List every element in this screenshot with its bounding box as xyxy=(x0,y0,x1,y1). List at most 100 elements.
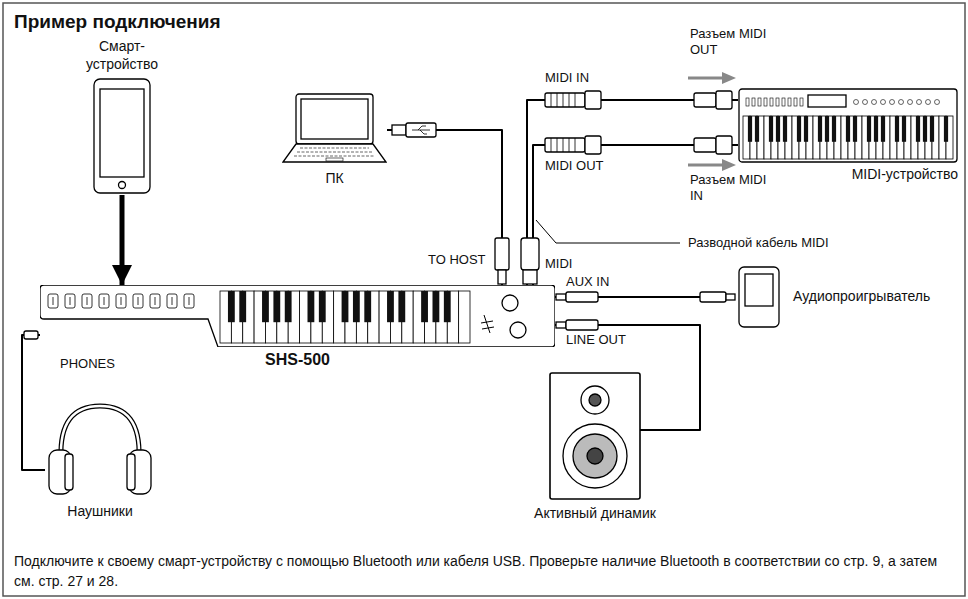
woofer xyxy=(563,424,627,488)
synth-knob xyxy=(926,100,931,105)
neck-control xyxy=(65,294,75,308)
headband xyxy=(61,406,139,458)
black-key xyxy=(769,116,773,142)
neck-mark xyxy=(53,297,54,305)
midi-connector-front xyxy=(585,91,601,109)
black-key xyxy=(776,116,780,142)
black-key xyxy=(262,291,269,322)
synth-body xyxy=(739,89,957,162)
jack-plug-tip xyxy=(556,294,566,300)
black-key xyxy=(867,116,871,142)
neck-mark xyxy=(172,297,173,305)
synth-knob xyxy=(917,100,922,105)
black-key xyxy=(804,116,808,142)
neck-mark xyxy=(104,297,105,305)
device-label: Аудиопроигрыватель xyxy=(793,288,930,306)
laptop-lid xyxy=(296,94,373,144)
direction-arrow-shaft xyxy=(688,164,724,167)
device-label: Активный динамик xyxy=(534,505,656,523)
synth-knob xyxy=(872,100,877,105)
ear-pad xyxy=(127,454,135,490)
device-node: MIDI-устройство xyxy=(738,88,958,184)
tablet-button xyxy=(119,182,126,189)
connector-ring xyxy=(563,138,564,152)
synth-knob xyxy=(908,100,913,105)
frame-border xyxy=(3,3,965,596)
neck-control xyxy=(82,294,92,308)
connector-ring xyxy=(575,93,576,107)
laptop-keys xyxy=(294,156,375,157)
jack-plug-tip xyxy=(556,322,566,328)
black-key xyxy=(874,116,878,142)
woofer-cap xyxy=(587,448,603,464)
connector-ring xyxy=(557,138,558,152)
midi-device-plug-front xyxy=(716,91,732,109)
device-node: ПК xyxy=(282,92,387,188)
connector-ring xyxy=(575,138,576,152)
black-key xyxy=(353,291,360,322)
cable xyxy=(527,100,738,285)
bluetooth-usb-arrow xyxy=(120,195,125,285)
black-key xyxy=(818,116,822,142)
black-key xyxy=(319,291,326,322)
device-label: MIDI-устройство xyxy=(852,166,958,184)
keytar-knob xyxy=(510,322,526,338)
synth-control xyxy=(770,98,773,106)
cable xyxy=(22,335,45,470)
midi-connector-body xyxy=(545,138,585,152)
keytar-knob xyxy=(502,295,518,311)
usb-plug-metal xyxy=(392,125,406,135)
usb-plug-body xyxy=(406,123,436,137)
synth-knob xyxy=(935,100,940,105)
port-label: AUX IN xyxy=(566,274,609,290)
laptop-illustration xyxy=(282,92,387,167)
black-key xyxy=(364,291,371,322)
neck-control xyxy=(48,294,58,308)
black-key xyxy=(846,116,850,142)
jack-plug-tip xyxy=(726,294,735,300)
leader-line xyxy=(536,220,680,243)
direction-arrow-head xyxy=(722,72,736,84)
port-label: Разъем MIDI IN xyxy=(690,172,770,205)
connector-ring xyxy=(551,138,552,152)
usb-host-tip xyxy=(498,270,506,284)
neck-control xyxy=(133,294,143,308)
white-key xyxy=(459,291,470,343)
port-label: PHONES xyxy=(60,356,115,372)
neck-control xyxy=(99,294,109,308)
laptop-screen xyxy=(301,99,368,139)
black-key xyxy=(930,116,934,142)
player-illustration xyxy=(735,266,783,328)
cable xyxy=(533,145,738,285)
black-key xyxy=(387,291,394,322)
tablet-body xyxy=(94,79,150,193)
synth-control xyxy=(800,98,803,106)
synth-knob xyxy=(899,100,904,105)
synth-control xyxy=(794,98,797,106)
port-label: MIDI OUT xyxy=(545,158,604,174)
black-key xyxy=(433,291,440,322)
neck-control xyxy=(116,294,126,308)
port-label: MIDI xyxy=(545,256,572,272)
midi-device-plug-body xyxy=(694,93,716,107)
midi-plug-tip xyxy=(523,270,537,284)
synth-illustration xyxy=(738,88,958,163)
black-key xyxy=(783,116,787,142)
black-key xyxy=(239,291,246,322)
tablet-screen xyxy=(100,89,144,177)
midi-connector-body xyxy=(545,93,585,107)
synth-knob xyxy=(854,100,859,105)
neck-mark xyxy=(87,297,88,305)
neck-mark xyxy=(138,297,139,305)
synth-control xyxy=(776,98,779,106)
connector-ring xyxy=(557,93,558,107)
neck-control xyxy=(167,294,177,308)
black-key xyxy=(755,116,759,142)
black-key xyxy=(748,116,752,142)
black-key xyxy=(881,116,885,142)
port-label: Разводной кабель MIDI xyxy=(688,235,829,251)
device-node: Активный динамик xyxy=(525,372,665,523)
device-label: Наушники xyxy=(67,503,132,521)
neck-mark xyxy=(121,297,122,305)
